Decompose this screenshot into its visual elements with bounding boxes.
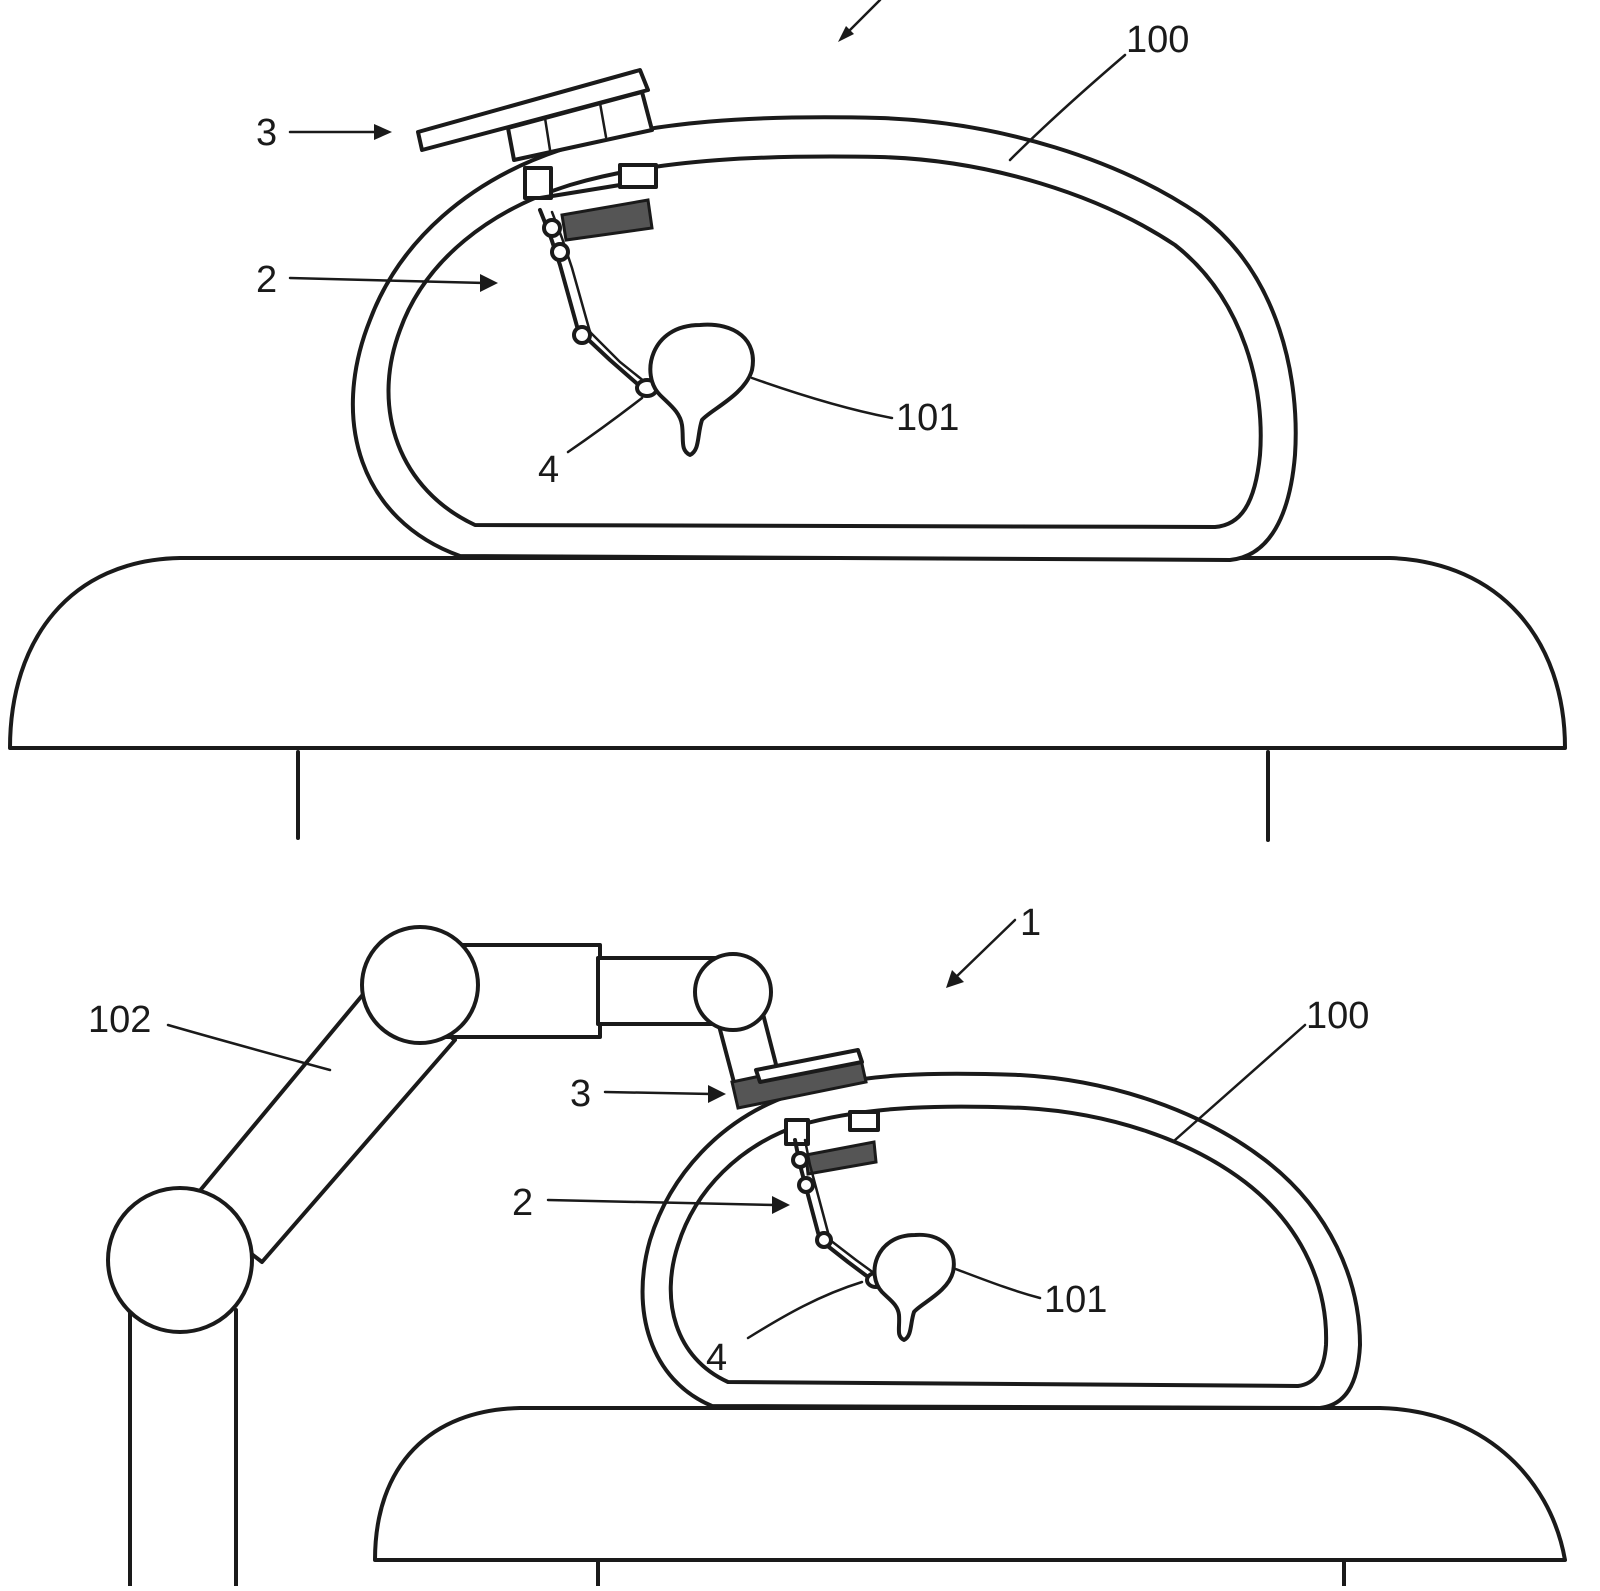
top-port-foot-right [618, 163, 658, 189]
bottom-leader-100 [1173, 1023, 1307, 1142]
top-patient-body-outer [350, 115, 1298, 562]
bottom-instrument-joint-1 [791, 1151, 809, 1169]
top-leader-101 [750, 376, 894, 420]
top-label-2: 2 [256, 259, 277, 301]
top-access-port [416, 68, 658, 242]
top-port-clamp [560, 198, 654, 242]
top-ref-1-arrowhead [838, 26, 854, 42]
bottom-instrument-joint-3 [815, 1231, 833, 1249]
bottom-leader-2 [546, 1198, 777, 1207]
bottom-port-cap [754, 1048, 864, 1084]
bottom-port-foot-right [848, 1110, 880, 1132]
bottom-port-clamp [804, 1140, 878, 1176]
bottom-ref-1-arrowhead [946, 970, 964, 988]
top-leader-2 [288, 276, 487, 285]
top-figure: 3 2 4 101 100 [8, 0, 1567, 842]
bottom-label-4: 4 [706, 1337, 727, 1379]
top-instrument [538, 208, 659, 398]
bottom-label-100: 100 [1306, 995, 1369, 1037]
top-label-4: 4 [538, 449, 559, 491]
top-table-top [8, 556, 1567, 750]
bottom-label-1: 1 [1020, 902, 1041, 944]
bottom-leader-4 [746, 1280, 864, 1340]
robot-joint-wrist [693, 952, 773, 1032]
top-port-plate [416, 68, 650, 152]
top-patient-body-inner [386, 154, 1263, 529]
robot-arm [106, 925, 782, 1588]
top-instrument-joint-3 [572, 325, 592, 345]
bottom-table-top [373, 1406, 1567, 1562]
bottom-access-port [730, 1048, 880, 1176]
bottom-ref-1-arrow [953, 918, 1017, 980]
top-label-3: 3 [256, 112, 277, 154]
bottom-instrument-joint-2 [797, 1176, 815, 1194]
bottom-leader-101 [951, 1266, 1042, 1300]
bottom-label-3: 3 [570, 1073, 591, 1115]
top-ref-1-arrow [843, 0, 882, 37]
top-leader-4 [566, 396, 644, 454]
top-port-foot-left [523, 166, 553, 200]
top-port-block [506, 90, 654, 162]
robot-joint-shoulder [360, 925, 480, 1045]
bottom-label-101: 101 [1044, 1279, 1107, 1321]
top-instrument-joint-1 [542, 218, 562, 238]
top-organ [648, 322, 755, 457]
bottom-leader-3 [603, 1090, 714, 1096]
bottom-label-2: 2 [512, 1182, 533, 1224]
bottom-patient-body-outer [640, 1071, 1362, 1410]
top-label-101: 101 [896, 397, 959, 439]
bottom-figure: 1 102 3 2 4 101 100 [88, 902, 1567, 1588]
top-leader-100 [1008, 53, 1127, 162]
bottom-patient-body-inner [668, 1104, 1329, 1388]
bottom-label-102: 102 [88, 999, 151, 1041]
top-label-100: 100 [1126, 19, 1189, 61]
bottom-organ [872, 1232, 956, 1342]
bottom-leader-102 [166, 1023, 332, 1072]
top-instrument-joint-2 [550, 242, 570, 262]
robot-joint-base [106, 1186, 254, 1334]
